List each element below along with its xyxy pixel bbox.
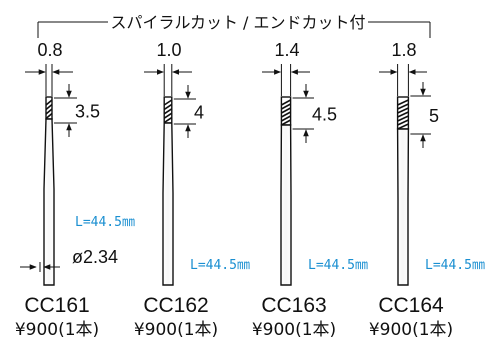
shank-diameter-label: ø2.34 xyxy=(72,247,118,267)
product-price: ¥900(1本) xyxy=(15,320,99,340)
cut-length-label: 5 xyxy=(429,106,439,126)
cut-length-label: 3.5 xyxy=(75,102,100,122)
product-code: CC162 xyxy=(143,294,208,317)
bur-cc164: 1.8 5L=44.5㎜ CC164 ¥900(1本) xyxy=(369,40,485,340)
bur-cc163: 1.4 4.5L=44.5㎜ CC163 ¥900(1本) xyxy=(252,40,368,340)
total-length-label: L=44.5㎜ xyxy=(425,258,485,273)
head-diameter-label: 1.4 xyxy=(274,40,299,60)
bur-cc161: 0.8 3.5L=44.5㎜ CC161 ¥900(1本) xyxy=(15,40,135,340)
bur-shank xyxy=(280,124,292,286)
bur-shank xyxy=(396,128,410,286)
product-price: ¥900(1本) xyxy=(134,320,218,340)
head-diameter-label: 1.8 xyxy=(391,40,416,60)
head-diameter-label: 0.8 xyxy=(37,40,62,60)
cut-length-label: 4 xyxy=(194,103,204,123)
product-price: ¥900(1本) xyxy=(252,320,336,340)
cut-length-label: 4.5 xyxy=(312,105,337,125)
product-code: CC161 xyxy=(24,294,89,317)
total-length-label: L=44.5㎜ xyxy=(190,258,250,273)
bur-cc162: 1.0 4L=44.5㎜ CC162 ¥900(1本) xyxy=(134,40,250,340)
header-title: スパイラルカット / エンドカット付 xyxy=(110,13,365,32)
shank-diameter-dimension: ø2.34 xyxy=(20,247,118,272)
product-code: CC163 xyxy=(261,294,326,317)
bur-shank xyxy=(43,118,55,286)
total-length-label: L=44.5㎜ xyxy=(75,215,135,230)
header-bracket xyxy=(37,21,431,38)
product-code: CC164 xyxy=(378,294,444,317)
bur-shank xyxy=(162,122,174,286)
head-diameter-label: 1.0 xyxy=(156,40,181,60)
product-price: ¥900(1本) xyxy=(369,320,453,340)
total-length-label: L=44.5㎜ xyxy=(308,258,368,273)
